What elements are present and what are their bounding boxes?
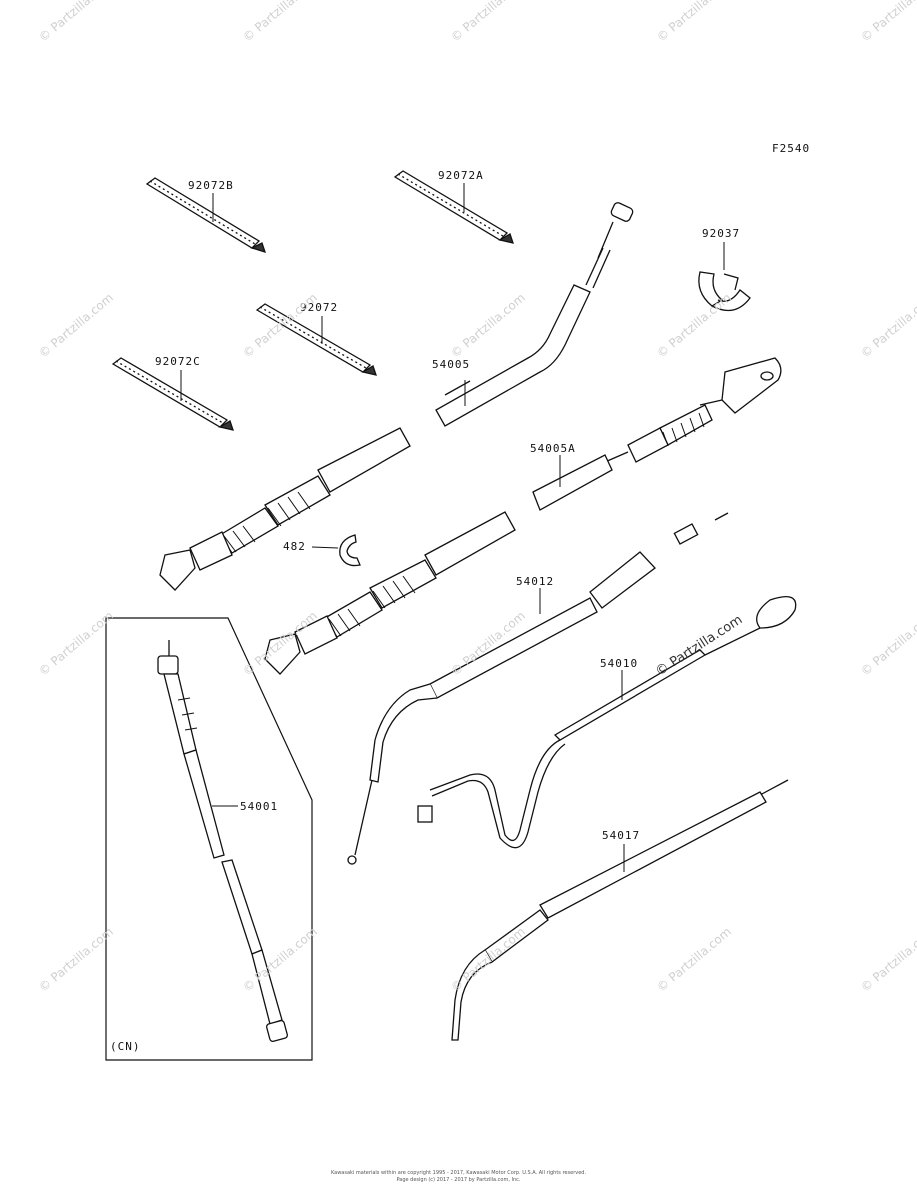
speedometer-cable-54001 — [157, 640, 288, 1042]
cable-54012 — [347, 512, 729, 865]
part-ref-54012[interactable]: 54012 — [516, 575, 555, 588]
cable-54017 — [451, 779, 789, 1041]
footer-copyright: Kawasaki materials within are copyright … — [330, 1170, 587, 1176]
clamp-92037 — [698, 242, 751, 312]
part-ref-54010[interactable]: 54010 — [600, 657, 639, 670]
inset-frame — [105, 617, 313, 1061]
part-ref-92072b[interactable]: 92072B — [188, 179, 234, 192]
part-ref-92072c[interactable]: 92072C — [155, 355, 201, 368]
cable-tie-92072b — [145, 177, 267, 253]
part-ref-92037[interactable]: 92037 — [702, 227, 741, 240]
cable-54010 — [417, 596, 797, 849]
cable-housing-upper-left — [159, 427, 411, 591]
clip-482 — [311, 534, 361, 567]
cable-tie-92072a — [393, 170, 514, 244]
cable-housing-lower-left — [264, 511, 516, 675]
cable-tie-92072c — [111, 357, 234, 431]
footer-design: Page design (c) 2017 - 2017 by Partzilla… — [396, 1177, 521, 1183]
part-ref-92072[interactable]: 92072 — [300, 301, 339, 314]
part-ref-54001[interactable]: 54001 — [240, 800, 279, 813]
inset-label: (CN) — [110, 1040, 141, 1053]
part-ref-54005a[interactable]: 54005A — [530, 442, 576, 455]
figure-code: F2540 — [772, 142, 811, 155]
part-ref-54017[interactable]: 54017 — [602, 829, 641, 842]
cable-tie-92072 — [255, 303, 377, 376]
throttle-cable-54005a — [532, 357, 782, 511]
part-ref-482[interactable]: 482 — [283, 540, 306, 553]
part-ref-92072a[interactable]: 92072A — [438, 169, 484, 182]
part-ref-54005[interactable]: 54005 — [432, 358, 471, 371]
throttle-cable-54005 — [435, 202, 634, 427]
